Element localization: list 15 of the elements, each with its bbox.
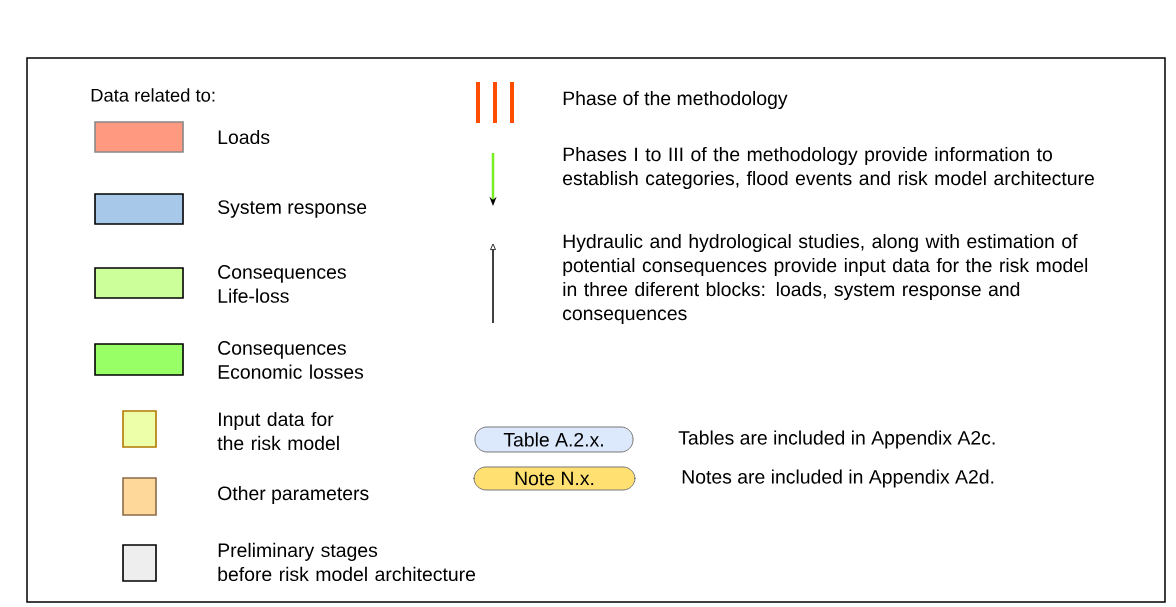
tag-pill: Table A.2.x. — [474, 426, 634, 453]
note-text: Notes are included in Appendix A2d. — [682, 469, 994, 488]
legend-text: System response — [218, 200, 367, 218]
legend-text: Preliminary stages before risk model architecture — [218, 542, 476, 582]
legend-heading: Data related to: — [91, 88, 215, 102]
note-text: Tables are included in Appendix A2c. — [678, 430, 995, 449]
legend-text: Consequences Life-loss — [218, 265, 346, 303]
legend-text: Phase of the methodology — [563, 90, 788, 110]
legend-text: Input data for the risk model — [217, 411, 339, 451]
legend-text: Hydraulic and hydrological studies, along with estimation of potential consequences provide input data for the risk model in three diferent blocks: loads, system response and consequences — [563, 233, 1088, 325]
legend-text: Phases I to III of the methodology provide information to establish categories, flood events and risk model architecture — [563, 146, 1094, 190]
tag-pill: Note N.x. — [473, 466, 636, 491]
legend-text: Loads — [218, 129, 270, 145]
legend-text: Other parameters — [218, 485, 369, 505]
legend-text: Consequences Economic losses — [218, 341, 364, 379]
